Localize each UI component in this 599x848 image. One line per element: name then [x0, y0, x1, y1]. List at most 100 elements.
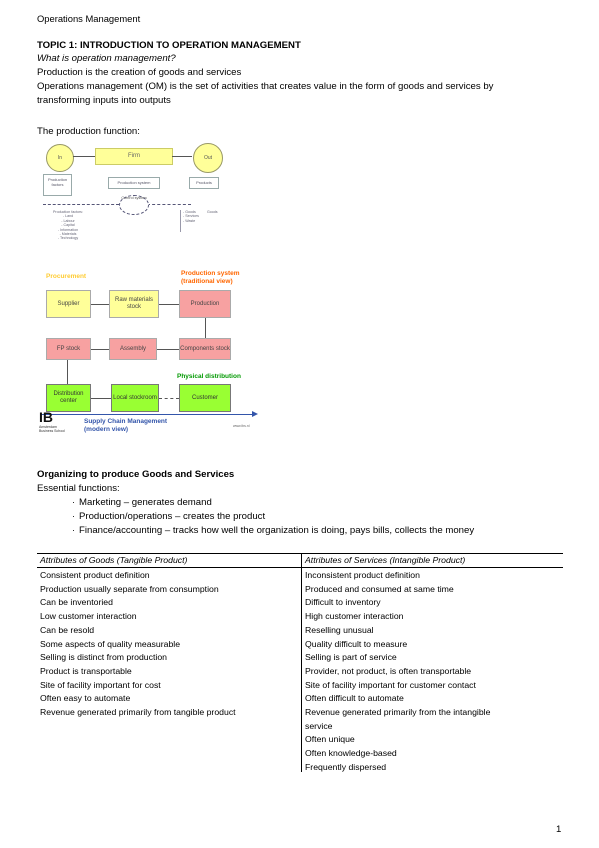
- services-attribute-cell: Provider, not product, is often transpor…: [305, 665, 472, 676]
- table-header-goods: Attributes of Goods (Tangible Product): [40, 555, 188, 565]
- production-function-label: The production function:: [37, 126, 140, 137]
- table-header-border: [37, 567, 563, 568]
- customer-box: Customer: [179, 384, 231, 412]
- components-stock-box: Components stock: [179, 338, 231, 360]
- bullet-dot: ·: [72, 497, 75, 507]
- table-top-border: [37, 553, 563, 554]
- goods-attribute-cell: Some aspects of quality measurable: [40, 638, 181, 649]
- supplier-box: Supplier: [46, 290, 91, 318]
- in-circle: In: [46, 144, 74, 172]
- services-attribute-cell: Quality difficult to measure: [305, 638, 408, 649]
- modern-view-label: (modern view): [84, 426, 129, 433]
- arrow-line: [91, 349, 109, 350]
- goods-attribute-cell: Production usually separate from consump…: [40, 583, 219, 594]
- physical-distribution-label: Physical distribution: [177, 373, 241, 380]
- production-box: Production: [179, 290, 231, 318]
- goods-attribute-cell: Revenue generated primarily from tangibl…: [40, 707, 236, 717]
- organizing-title: Organizing to produce Goods and Services: [37, 469, 235, 480]
- bullet-marketing: Marketing – generates demand: [79, 497, 212, 508]
- input-item: - Labour: [61, 218, 75, 223]
- dashed-line: [43, 204, 119, 205]
- arrow-line: [172, 156, 192, 157]
- production-function-figure: In Firm Out Production factors Productio…: [37, 140, 237, 265]
- services-attribute-cell: Site of facility important for customer …: [305, 679, 476, 690]
- services-attribute-cell: service: [305, 720, 333, 731]
- goods-attribute-cell: Can be inventoried: [40, 597, 113, 608]
- topic-line-2a: Operations management (OM) is the set of…: [37, 81, 494, 92]
- logo-subtitle: Amsterdam Business School: [39, 425, 65, 433]
- goods-attribute-cell: Consistent product definition: [40, 570, 150, 580]
- products-box: Products: [189, 177, 219, 189]
- production-system-box: Production system: [108, 177, 160, 189]
- topic-line-2b: transforming inputs into outputs: [37, 95, 171, 106]
- arrow-line: [159, 398, 179, 399]
- table-header-services: Attributes of Services (Intangible Produ…: [305, 555, 466, 565]
- input-item: Production factors:: [53, 210, 83, 214]
- goods-attribute-cell: Product is transportable: [40, 665, 132, 676]
- output-item: - Waste: [183, 218, 196, 223]
- services-attribute-cell: Frequently dispersed: [305, 761, 387, 772]
- output-item: - Goods: [183, 210, 196, 214]
- output-item: - Services: [183, 214, 199, 219]
- goods-services-table: Attributes of Goods (Tangible Product) A…: [37, 553, 563, 773]
- services-attribute-cell: Often difficult to automate: [305, 693, 404, 704]
- local-stockroom-box: Local stockroom: [111, 384, 159, 412]
- production-system-label: Production system: [181, 270, 240, 277]
- goods-attribute-cell: Site of facility important for cost: [40, 679, 161, 690]
- logo-text: IB: [39, 409, 53, 425]
- bullet-production: Production/operations – creates the prod…: [79, 511, 266, 522]
- arrow-head: [252, 411, 258, 417]
- bullet-finance: Finance/accounting – tracks how well the…: [79, 525, 475, 536]
- services-attribute-cell: Often unique: [305, 734, 355, 745]
- supply-chain-management-label: Supply Chain Management: [84, 418, 168, 425]
- arrow-line: [157, 349, 179, 350]
- procurement-label: Procurement: [46, 273, 87, 280]
- running-title: Operations Management: [37, 13, 141, 24]
- services-attribute-cell: Reselling unusual: [305, 624, 374, 635]
- arrow-line: [205, 318, 206, 338]
- figure-footer-text: www.ibs.nl: [233, 424, 250, 428]
- arrow-line: [91, 398, 111, 399]
- outputs-side-label: Goods: [207, 210, 218, 214]
- assembly-box: Assembly: [109, 338, 157, 360]
- arrow-line: [159, 304, 179, 305]
- fp-stock-box: FP stock: [46, 338, 91, 360]
- goods-attribute-cell: Often easy to automate: [40, 693, 131, 704]
- firm-box: Firm: [95, 148, 173, 165]
- bullet-dot: ·: [72, 511, 75, 521]
- services-attribute-cell: Revenue generated primarily from the int…: [305, 707, 491, 717]
- services-attribute-cell: Often knowledge-based: [305, 748, 397, 759]
- topic-title: TOPIC 1: INTRODUCTION TO OPERATION MANAG…: [37, 40, 301, 51]
- traditional-view-label: (traditional view): [181, 278, 233, 285]
- services-attribute-cell: Produced and consumed at same time: [305, 583, 454, 594]
- production-factors-box: Production factors: [43, 174, 72, 196]
- input-item: - Land: [62, 214, 74, 219]
- arrow-line: [73, 156, 95, 157]
- arrow-line: [91, 304, 109, 305]
- input-item: - Technology: [57, 236, 79, 241]
- topic-line-1: Production is the creation of goods and …: [37, 67, 242, 78]
- services-attribute-cell: Difficult to inventory: [305, 597, 381, 608]
- table-column-divider: [301, 553, 302, 772]
- services-attribute-cell: High customer interaction: [305, 611, 404, 622]
- control-system-circle: Control system: [119, 195, 149, 215]
- goods-attribute-cell: Can be resold: [40, 624, 95, 635]
- supply-chain-arrow-line: [41, 414, 256, 415]
- inputs-list: Production factors: - Land - Labour - Ca…: [43, 210, 93, 241]
- input-item: - Materials: [59, 232, 77, 237]
- goods-attribute-cell: Selling is distinct from production: [40, 652, 167, 663]
- raw-materials-stock-box: Raw materials stock: [109, 290, 159, 318]
- page-number: 1: [556, 824, 562, 835]
- arrow-line: [67, 360, 68, 384]
- out-circle: Out: [193, 143, 223, 173]
- outputs-list: - Goods - Services - Waste: [180, 210, 205, 232]
- goods-attribute-cell: Low customer interaction: [40, 611, 137, 622]
- bullet-dot: ·: [72, 525, 75, 535]
- topic-question: What is operation management?: [37, 53, 176, 64]
- supply-chain-figure: Procurement Production system (tradition…: [37, 270, 262, 433]
- input-item: - Capital: [61, 223, 75, 228]
- essential-functions-label: Essential functions:: [37, 483, 120, 494]
- input-item: - Information: [57, 227, 79, 232]
- dashed-line: [147, 204, 191, 205]
- distribution-center-box: Distribution center: [46, 384, 91, 412]
